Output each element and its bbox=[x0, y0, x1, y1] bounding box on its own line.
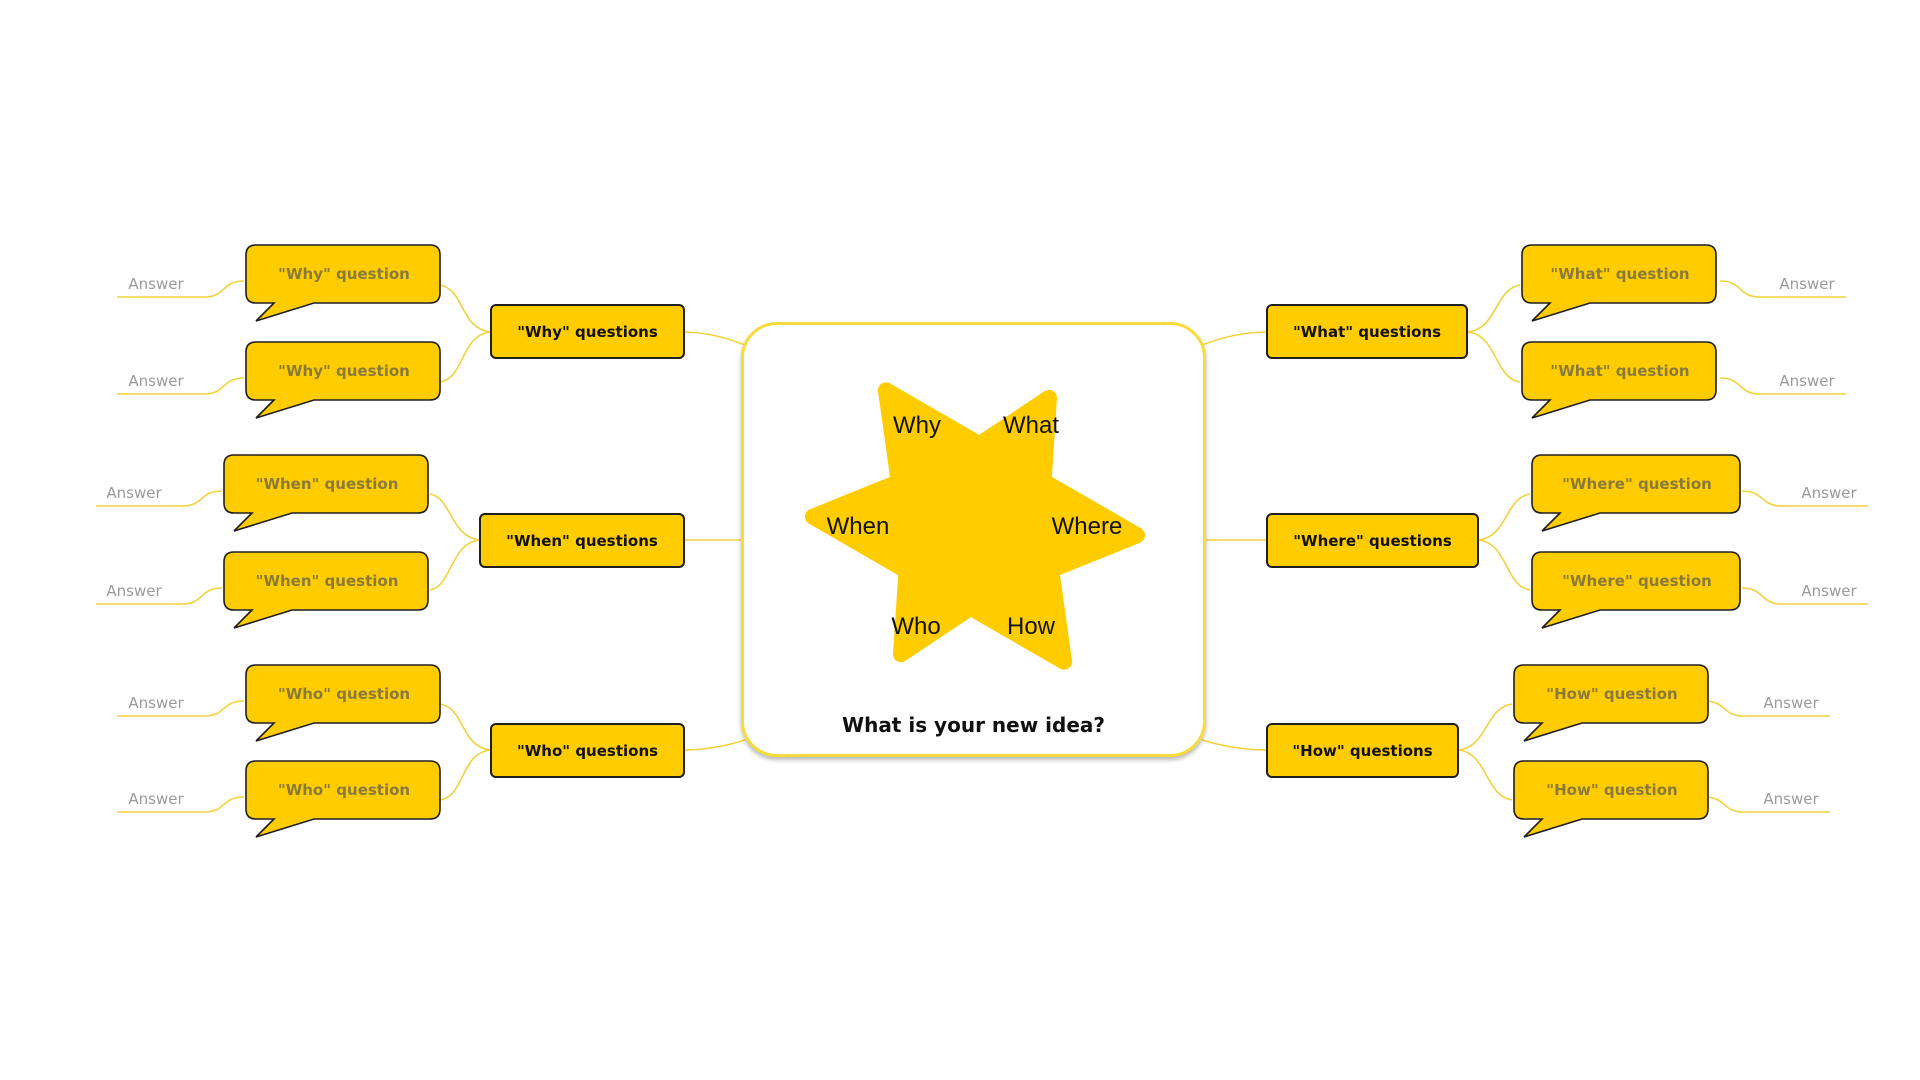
question-bubble-why-1[interactable]: "Why" question bbox=[244, 243, 444, 323]
question-text: "Where" question bbox=[1562, 572, 1712, 590]
link-who-a2 bbox=[117, 796, 245, 813]
star-label-what: What bbox=[1002, 412, 1060, 439]
link-why-q1 bbox=[439, 284, 491, 333]
question-bubble-how-1[interactable]: "How" question bbox=[1512, 663, 1712, 743]
link-what-a1 bbox=[1719, 280, 1846, 298]
speech-bubble-shape bbox=[245, 760, 441, 838]
speech-bubble-shape bbox=[1521, 244, 1717, 322]
answer-who-2[interactable]: Answer bbox=[128, 790, 184, 808]
question-bubble-where-2[interactable]: "Where" question bbox=[1530, 550, 1744, 630]
question-bubble-when-1[interactable]: "When" question bbox=[222, 453, 432, 533]
speech-bubble-shape bbox=[1531, 551, 1741, 629]
star-label-who: Who bbox=[891, 613, 941, 640]
answer-when-1[interactable]: Answer bbox=[106, 484, 162, 502]
central-topic-title: What is your new idea? bbox=[842, 713, 1105, 737]
answer-where-1[interactable]: Answer bbox=[1801, 484, 1857, 502]
question-bubble-when-2[interactable]: "When" question bbox=[222, 550, 432, 630]
category-who[interactable]: "Who" questions bbox=[490, 723, 685, 778]
link-who-a1 bbox=[117, 700, 245, 717]
question-text: "Who" question bbox=[277, 781, 411, 799]
link-center-how bbox=[1201, 739, 1269, 751]
speech-bubble-shape bbox=[1513, 760, 1709, 838]
question-bubble-what-1[interactable]: "What" question bbox=[1520, 243, 1720, 323]
question-text: "Why" question bbox=[278, 362, 410, 380]
question-text: "When" question bbox=[255, 475, 399, 493]
star-label-when: When bbox=[826, 513, 890, 540]
speech-bubble-shape bbox=[1521, 341, 1717, 419]
link-center-who bbox=[681, 739, 746, 751]
six-point-star-graphic: Why What When Where Who How bbox=[800, 370, 1150, 682]
link-what-a2 bbox=[1719, 377, 1846, 395]
category-when[interactable]: "When" questions bbox=[479, 513, 685, 568]
link-how-a1 bbox=[1703, 700, 1830, 717]
link-center-what bbox=[1201, 331, 1269, 346]
link-when-q1 bbox=[429, 493, 480, 541]
answer-why-1[interactable]: Answer bbox=[128, 275, 184, 293]
speech-bubble-shape bbox=[223, 551, 429, 629]
question-text: "Why" question bbox=[278, 265, 410, 283]
star-label-how: How bbox=[1006, 613, 1056, 640]
link-what-q1 bbox=[1467, 284, 1521, 333]
link-why-a1 bbox=[117, 280, 245, 298]
speech-bubble-shape bbox=[245, 244, 441, 322]
speech-bubble-shape bbox=[1513, 664, 1709, 742]
category-how[interactable]: "How" questions bbox=[1266, 723, 1459, 778]
link-when-a2 bbox=[96, 587, 223, 605]
speech-bubble-shape bbox=[245, 341, 441, 419]
link-where-q2 bbox=[1478, 539, 1531, 591]
category-where[interactable]: "Where" questions bbox=[1266, 513, 1479, 568]
answer-what-2[interactable]: Answer bbox=[1779, 372, 1835, 390]
star-label-where: Where bbox=[1051, 513, 1123, 540]
link-how-q2 bbox=[1458, 749, 1513, 801]
answer-how-2[interactable]: Answer bbox=[1763, 790, 1819, 808]
answer-where-2[interactable]: Answer bbox=[1801, 582, 1857, 600]
question-bubble-who-2[interactable]: "Who" question bbox=[244, 759, 444, 839]
question-text: "Where" question bbox=[1562, 475, 1712, 493]
link-when-q2 bbox=[429, 539, 480, 591]
link-where-a1 bbox=[1741, 490, 1868, 507]
answer-when-2[interactable]: Answer bbox=[106, 582, 162, 600]
question-bubble-where-1[interactable]: "Where" question bbox=[1530, 453, 1744, 533]
question-text: "What" question bbox=[1550, 265, 1690, 283]
answer-what-1[interactable]: Answer bbox=[1779, 275, 1835, 293]
link-what-q2 bbox=[1467, 331, 1521, 383]
category-why[interactable]: "Why" questions bbox=[490, 304, 685, 359]
question-bubble-what-2[interactable]: "What" question bbox=[1520, 340, 1720, 420]
question-text: "How" question bbox=[1546, 685, 1678, 703]
link-where-q1 bbox=[1478, 493, 1531, 541]
answer-why-2[interactable]: Answer bbox=[128, 372, 184, 390]
answer-how-1[interactable]: Answer bbox=[1763, 694, 1819, 712]
link-when-a1 bbox=[96, 490, 223, 507]
question-bubble-how-2[interactable]: "How" question bbox=[1512, 759, 1712, 839]
speech-bubble-shape bbox=[245, 664, 441, 742]
link-why-a2 bbox=[117, 377, 245, 395]
link-where-a2 bbox=[1741, 587, 1868, 605]
link-how-a2 bbox=[1703, 796, 1830, 813]
question-bubble-who-1[interactable]: "Who" question bbox=[244, 663, 444, 743]
question-text: "How" question bbox=[1546, 781, 1678, 799]
star-label-why: Why bbox=[893, 412, 941, 439]
link-how-q1 bbox=[1458, 703, 1513, 751]
question-text: "When" question bbox=[255, 572, 399, 590]
question-bubble-why-2[interactable]: "Why" question bbox=[244, 340, 444, 420]
link-who-q2 bbox=[439, 749, 491, 801]
category-what[interactable]: "What" questions bbox=[1266, 304, 1468, 359]
speech-bubble-shape bbox=[1531, 454, 1741, 532]
speech-bubble-shape bbox=[223, 454, 429, 532]
link-center-why bbox=[681, 331, 746, 346]
star-shape bbox=[804, 382, 1146, 670]
question-text: "Who" question bbox=[277, 685, 411, 703]
link-why-q2 bbox=[439, 331, 491, 383]
link-who-q1 bbox=[439, 703, 491, 751]
answer-who-1[interactable]: Answer bbox=[128, 694, 184, 712]
question-text: "What" question bbox=[1550, 362, 1690, 380]
